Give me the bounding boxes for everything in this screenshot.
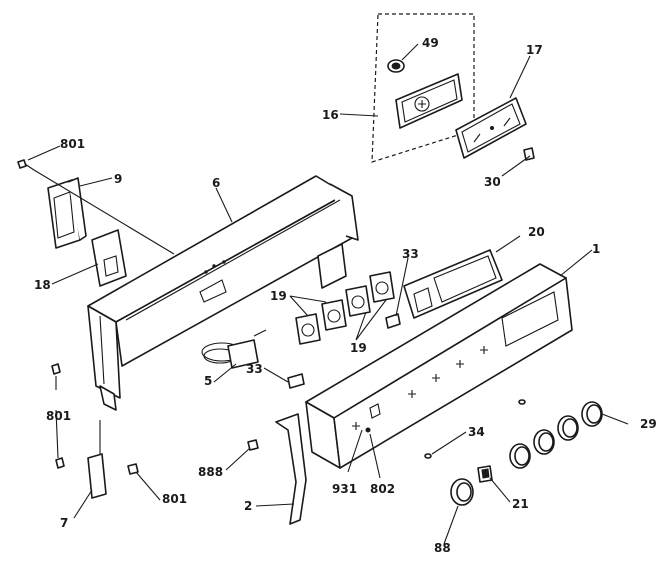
knob-4 xyxy=(581,401,603,427)
callout-33-lower: 33 xyxy=(246,362,263,376)
callout-888: 888 xyxy=(198,465,223,479)
callout-30: 30 xyxy=(484,175,501,189)
callout-16: 16 xyxy=(322,108,339,122)
knob-3 xyxy=(557,415,579,441)
part-888-screw xyxy=(247,439,259,451)
part-1-control-panel xyxy=(305,263,573,469)
callout-802: 802 xyxy=(370,482,395,496)
knob-2 xyxy=(533,429,555,455)
part-30-clip xyxy=(523,147,535,161)
part-18-bracket xyxy=(91,229,127,287)
part-16-timer-plate xyxy=(395,73,463,129)
callout-1: 1 xyxy=(592,242,600,256)
callout-18: 18 xyxy=(34,278,51,292)
switch-d xyxy=(369,271,395,303)
callout-34: 34 xyxy=(468,425,485,439)
part-33-clip-upper xyxy=(385,313,401,329)
part-29-knobs xyxy=(509,401,603,469)
callout-29: 29 xyxy=(640,417,657,431)
callout-20: 20 xyxy=(528,225,545,239)
callout-6: 6 xyxy=(212,176,220,190)
callout-19-left: 19 xyxy=(270,289,287,303)
part-7-bracket xyxy=(87,420,107,499)
part-49-knob xyxy=(387,59,405,73)
part-9-bracket xyxy=(47,177,87,249)
part-34-screws xyxy=(424,399,526,459)
callout-801-bottom: 801 xyxy=(162,492,187,506)
callout-2: 2 xyxy=(244,499,252,513)
switch-b xyxy=(321,299,347,331)
part-2-side-bracket xyxy=(275,413,307,525)
part-801-screws xyxy=(51,363,139,475)
callout-801-top: 801 xyxy=(60,137,85,151)
part-33-clip-lower xyxy=(287,373,305,389)
callout-21: 21 xyxy=(512,497,529,511)
callout-19-right: 19 xyxy=(350,341,367,355)
callout-5: 5 xyxy=(204,374,212,388)
switch-a xyxy=(295,313,321,345)
part-21-button xyxy=(477,465,493,483)
part-801-screw-top xyxy=(17,159,35,171)
callout-labels: 49 16 17 801 9 6 30 20 1 18 33 19 19 5 3… xyxy=(34,36,657,555)
part-88-knob xyxy=(450,478,474,506)
callout-88: 88 xyxy=(434,541,451,555)
leader-lines xyxy=(27,43,629,545)
part-6-backguard xyxy=(87,175,359,411)
knob-1 xyxy=(509,443,531,469)
part-20-window-frame xyxy=(403,249,503,319)
callout-17: 17 xyxy=(526,43,543,57)
callout-33-upper: 33 xyxy=(402,247,419,261)
callout-7: 7 xyxy=(60,516,68,530)
panel-knob-holes xyxy=(352,346,488,430)
switch-c xyxy=(345,285,371,317)
callout-931: 931 xyxy=(332,482,357,496)
callout-801-left: 801 xyxy=(46,409,71,423)
callout-49: 49 xyxy=(422,36,439,50)
part-5-thermostat xyxy=(201,329,267,369)
part-19-switches xyxy=(295,271,395,345)
callout-9: 9 xyxy=(114,172,122,186)
part-17-window xyxy=(455,97,527,159)
